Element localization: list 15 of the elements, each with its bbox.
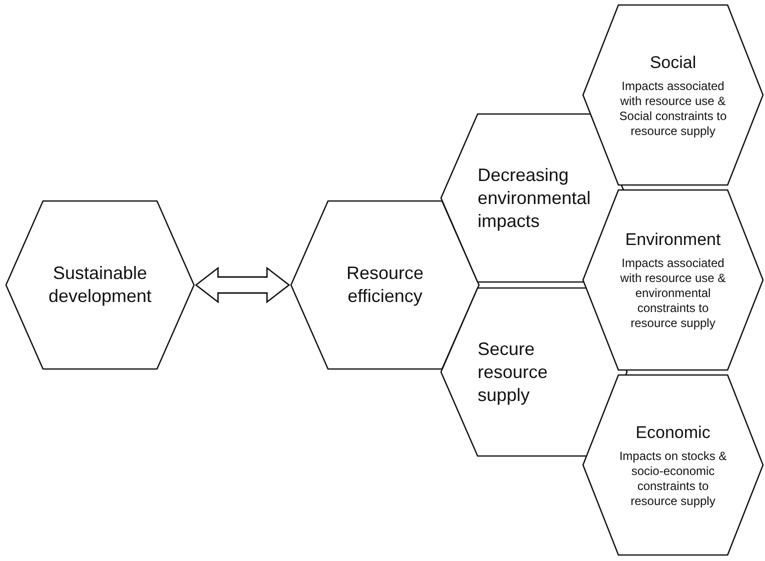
hexagon xyxy=(5,200,195,370)
node-description: Impacts associated with resource use & environmental constraints to resource supply xyxy=(619,256,727,331)
node-title: Environment xyxy=(625,229,721,250)
node-title: Social xyxy=(650,52,696,72)
node-title: Resource efficiency xyxy=(345,262,425,308)
double-arrow xyxy=(194,266,290,304)
hexagon xyxy=(290,200,480,370)
node-title: Economic xyxy=(636,422,710,442)
node-description: Impacts associated with resource use & Social constraints to resource supply xyxy=(618,78,728,138)
node-title: Sustainable development xyxy=(47,262,153,308)
hexagon xyxy=(582,374,764,556)
node-description: Impacts on stocks & socio-economic constraints to resource supply xyxy=(618,448,728,508)
node-title: Secure resource supply xyxy=(478,338,549,406)
hexagon xyxy=(582,4,764,186)
node-title: Decreasing environmental impacts xyxy=(478,164,592,232)
